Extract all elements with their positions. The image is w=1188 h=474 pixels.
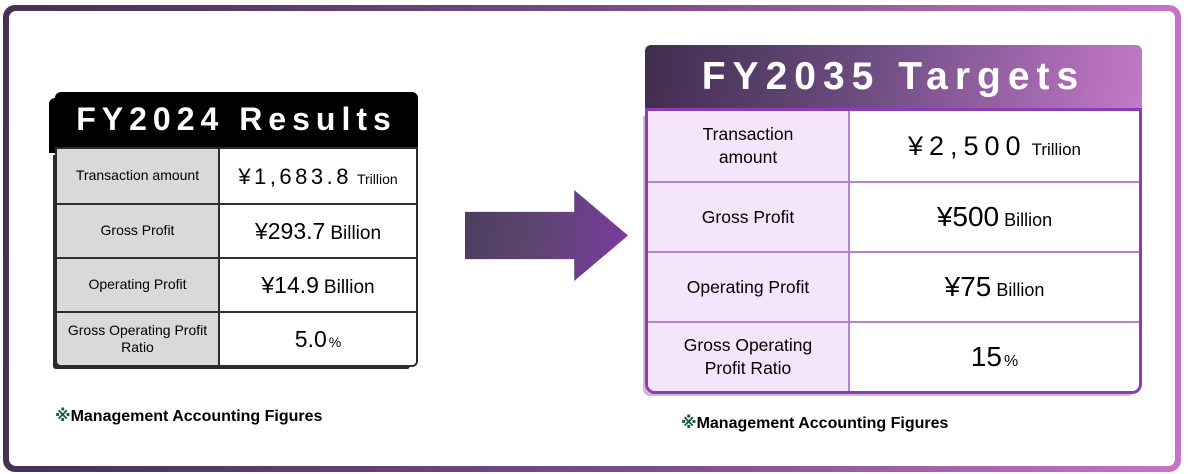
value-unit: Billion xyxy=(1004,210,1053,230)
fy2035-operating-profit-label: Operating Profit xyxy=(648,251,850,321)
footnote-text: Management Accounting Figures xyxy=(696,415,949,432)
fy2024-transaction-amount-label: Transaction amount xyxy=(57,149,220,203)
fy2024-results-panel: FY2024 Results Transaction amount ¥1,683… xyxy=(55,92,418,367)
value-unit: Trillion xyxy=(356,170,398,187)
value-wrap: 5.0% xyxy=(295,326,341,353)
fy2024-gross-operating-profit-ratio-value: 5.0% xyxy=(220,311,416,365)
fy2035-gross-profit-label: Gross Profit xyxy=(648,181,850,251)
value-unit: % xyxy=(1003,353,1019,370)
fy2035-transaction-amount-label: Transaction amount xyxy=(648,111,850,181)
value-wrap: 15% xyxy=(971,341,1018,373)
fy2024-gross-profit-label: Gross Profit xyxy=(57,203,220,257)
fy2024-operating-profit-label: Operating Profit xyxy=(57,257,220,311)
value-number: ¥500 xyxy=(936,201,1000,232)
value-number: ¥75 xyxy=(944,271,992,302)
value-unit: Billion xyxy=(996,280,1045,300)
value-unit: Billion xyxy=(323,276,375,298)
value-unit: % xyxy=(328,333,342,350)
value-number: ¥2,500 xyxy=(907,131,1027,161)
value-unit: Trillion xyxy=(1031,140,1082,159)
fy2035-gross-operating-profit-ratio-label: Gross Operating Profit Ratio xyxy=(648,321,850,391)
fy2035-title: FY2035 Targets xyxy=(645,45,1142,108)
fy2024-gross-operating-profit-ratio-label: Gross Operating Profit Ratio xyxy=(57,311,220,365)
fy2035-footnote: ※Management Accounting Figures xyxy=(681,413,948,433)
fy2024-title: FY2024 Results xyxy=(55,92,418,147)
reference-mark-icon: ※ xyxy=(55,408,71,425)
value-number: ¥293.7 xyxy=(254,217,326,244)
fy2024-footnote: ※Management Accounting Figures xyxy=(55,406,322,426)
value-number: 15 xyxy=(970,341,1002,372)
fy2035-gross-operating-profit-ratio-value: 15% xyxy=(850,321,1139,391)
value-number: ¥1,683.8 xyxy=(238,163,352,189)
value-number: 5.0 xyxy=(294,325,327,352)
reference-mark-icon: ※ xyxy=(681,415,697,432)
footnote-text: Management Accounting Figures xyxy=(70,408,323,425)
fy2035-targets-panel: FY2035 Targets Transaction amount ¥2,500… xyxy=(645,45,1142,394)
value-number: ¥14.9 xyxy=(261,271,319,298)
value-unit: Billion xyxy=(330,222,382,244)
